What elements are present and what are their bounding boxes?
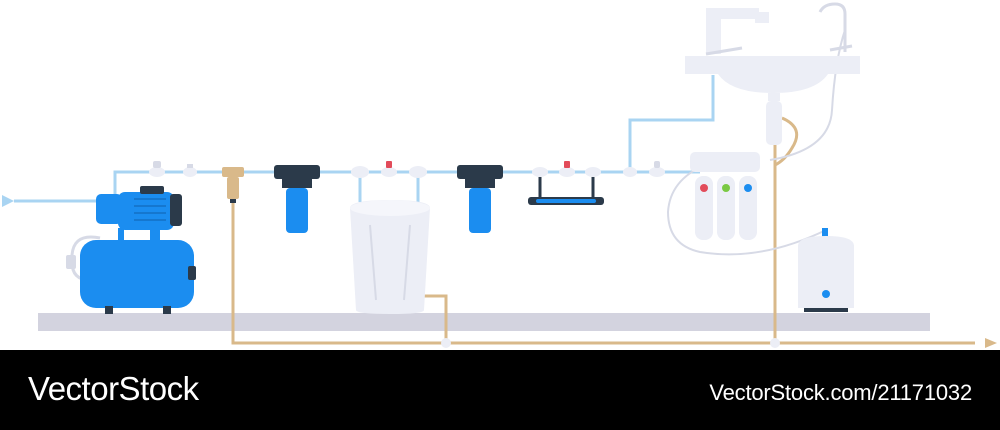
purifier-tubing: [666, 29, 846, 256]
drain-joint: [770, 338, 780, 348]
cartridge-filter: [274, 165, 320, 233]
cold-water-pipe: [113, 75, 715, 202]
inlet-arrow-icon: [2, 195, 14, 207]
brand-logo: VectorStock: [28, 370, 199, 407]
inline-valve: [532, 167, 548, 177]
footer-bar: VectorStock VectorStock.com/21171032: [0, 350, 1000, 430]
cartridge-filter: [457, 165, 503, 233]
pump-tank: [80, 240, 194, 308]
stock-id-url: VectorStock.com/21171032: [709, 380, 972, 405]
inline-valve: [409, 166, 427, 178]
inline-valve: [351, 166, 369, 178]
pump-motor: [118, 192, 174, 230]
sediment-strainer: [222, 167, 244, 203]
inline-valve: [381, 161, 397, 177]
pressure-pump: [66, 186, 196, 314]
drain-outlet-arrow-icon: [985, 338, 997, 348]
inline-valve: [149, 161, 165, 177]
inline-valve: [559, 161, 575, 177]
sink: [685, 56, 860, 145]
softener-tank: [350, 200, 430, 314]
inline-valve: [623, 167, 637, 177]
water-system-diagram: [2, 2, 997, 348]
uv-sterilizer: [528, 177, 604, 205]
drain-joint: [441, 338, 451, 348]
storage-tank: [798, 228, 854, 312]
floor-slab: [38, 313, 930, 331]
reverse-osmosis-purifier: [690, 152, 760, 240]
drain-pipe: [231, 116, 975, 345]
faucet-icon: [705, 8, 769, 56]
filtered-water-faucet-icon: [818, 2, 853, 52]
inline-valve: [649, 161, 665, 177]
inline-valve: [585, 167, 601, 177]
inline-valve: [183, 164, 197, 177]
